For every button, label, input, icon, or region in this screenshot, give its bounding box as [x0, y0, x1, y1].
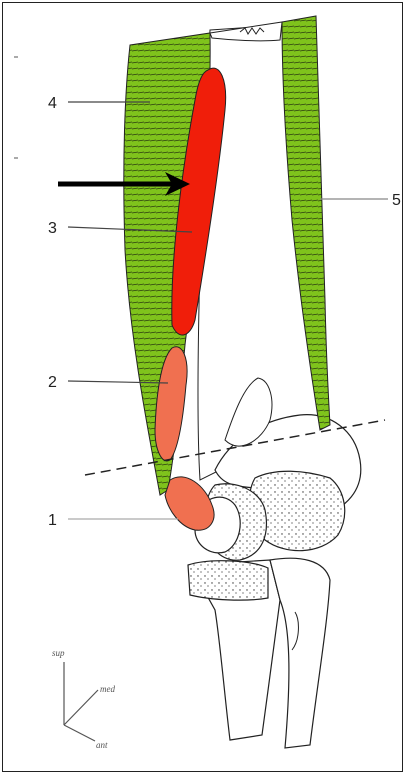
label-1: 1	[48, 512, 57, 529]
axis-label-ant: ant	[96, 740, 108, 750]
tendon-top	[210, 22, 282, 41]
label-5: 5	[392, 192, 401, 209]
origin-1-salmon	[165, 477, 214, 530]
fibula	[270, 558, 330, 748]
label-4: 4	[48, 95, 57, 112]
axis-label-med: med	[100, 684, 115, 694]
label-3: 3	[48, 220, 57, 237]
axis-label-sup: sup	[52, 648, 65, 658]
label-2: 2	[48, 374, 57, 391]
orientation-axes: sup med ant	[52, 648, 115, 750]
tibia-plateau	[188, 561, 268, 600]
